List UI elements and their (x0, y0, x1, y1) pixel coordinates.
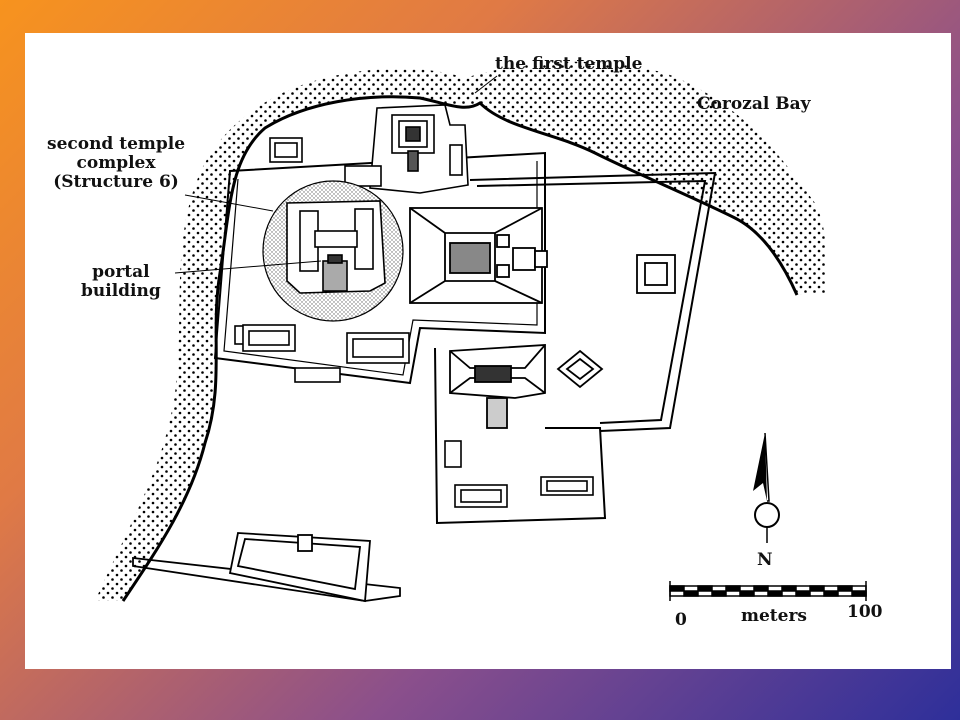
label-leaders (174, 75, 498, 274)
south-pyramid (449, 344, 546, 429)
portal-label-line-2: building (81, 281, 161, 301)
portal-label: portal building (81, 263, 161, 301)
bay-label: Corozal Bay (697, 94, 811, 114)
portal-label-line-1: portal (92, 262, 150, 282)
platform-se-3 (540, 476, 594, 496)
slide-frame: the first temple Corozal Bay second temp… (25, 33, 951, 669)
north-label: N (757, 550, 773, 570)
site-map (95, 61, 867, 603)
diamond-structure (556, 349, 604, 389)
central-pyramid (409, 207, 548, 304)
second-temple-structure (286, 200, 386, 294)
second-temple-label-line-1: second temple (47, 134, 186, 154)
south-structure (132, 532, 401, 603)
platform-n (344, 165, 382, 187)
gate-s (294, 367, 341, 383)
platform-sw (234, 324, 296, 352)
platform-se-2 (454, 484, 508, 508)
south-compound-wall (434, 347, 607, 525)
west-plaza-wall (213, 151, 546, 385)
platform-se-1 (444, 440, 462, 468)
coastline (121, 95, 799, 602)
scale-unit-label: meters (741, 606, 807, 626)
platform-nw (269, 137, 303, 163)
second-temple-label-line-2: complex (76, 153, 156, 173)
scale-end-label: 100 (847, 602, 883, 622)
scale-start-label: 0 (675, 610, 687, 630)
first-temple-label: the first temple (495, 54, 643, 74)
second-temple-label: second temple complex (Structure 6) (47, 135, 185, 192)
north-arrow-icon (753, 432, 780, 543)
first-temple-structure (369, 104, 469, 194)
scale-bar (669, 581, 867, 601)
second-temple-label-line-3: (Structure 6) (53, 172, 179, 192)
east-square (636, 254, 676, 294)
platform-s (346, 332, 410, 364)
east-causeway (469, 171, 717, 432)
